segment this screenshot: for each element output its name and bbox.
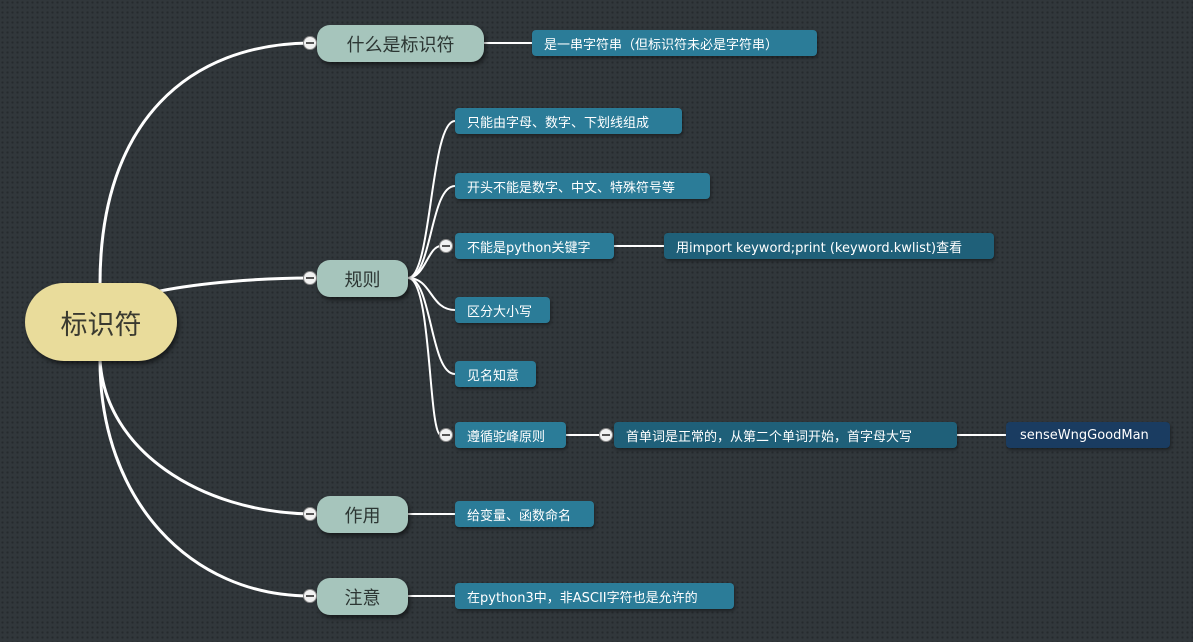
topic-definition-label: 什么是标识符	[346, 34, 455, 56]
topic-definition[interactable]: 什么是标识符	[317, 25, 484, 62]
rule-case[interactable]: 区分大小写	[455, 297, 550, 323]
connector-rules-keyword	[407, 245, 442, 279]
connector-rules-start	[407, 185, 456, 279]
collapse-minus-icon[interactable]	[599, 428, 613, 442]
rule-chars[interactable]: 只能由字母、数字、下划线组成	[455, 108, 682, 134]
keyword-tip[interactable]: 用import keyword;print (keyword.kwlist)查看	[664, 233, 994, 259]
connector-root-definition	[98, 41, 312, 286]
connector-root-caution	[98, 358, 312, 598]
collapse-minus-icon[interactable]	[439, 239, 453, 253]
purpose-note[interactable]: 给变量、函数命名	[455, 501, 594, 527]
collapse-minus-icon[interactable]	[303, 271, 317, 285]
camel-desc[interactable]: 首单词是正常的，从第二个单词开始，首字母大写	[614, 422, 957, 448]
connector-root-purpose	[98, 358, 312, 516]
rule-keyword[interactable]: 不能是python关键字	[455, 233, 614, 259]
topic-rules[interactable]: 规则	[317, 260, 408, 297]
rule-start[interactable]: 开头不能是数字、中文、特殊符号等	[455, 173, 710, 199]
collapse-minus-icon[interactable]	[303, 36, 317, 50]
root-label: 标识符	[60, 309, 142, 341]
collapse-minus-icon[interactable]	[439, 428, 453, 442]
rule-camel[interactable]: 遵循驼峰原则	[455, 422, 566, 448]
topic-rules-label: 规则	[344, 269, 381, 291]
connector-rules-meaningful	[407, 277, 456, 375]
caution-note[interactable]: 在python3中，非ASCII字符也是允许的	[455, 583, 734, 609]
definition-note[interactable]: 是一串字符串（但标识符未必是字符串）	[532, 30, 817, 56]
topic-purpose[interactable]: 作用	[317, 496, 408, 533]
connector-root-rules	[158, 276, 312, 293]
collapse-minus-icon[interactable]	[303, 589, 317, 603]
collapse-minus-icon[interactable]	[303, 507, 317, 521]
rule-meaningful[interactable]: 见名知意	[455, 361, 536, 387]
connector-rules-case	[407, 277, 456, 311]
topic-caution-label: 注意	[344, 587, 381, 609]
root-node[interactable]: 标识符	[25, 283, 177, 361]
camel-example[interactable]: senseWngGoodMan	[1006, 422, 1170, 448]
topic-caution[interactable]: 注意	[317, 578, 408, 615]
topic-purpose-label: 作用	[344, 505, 381, 527]
connector-rules-chars	[407, 120, 456, 279]
connector-rules-camel	[407, 277, 442, 436]
